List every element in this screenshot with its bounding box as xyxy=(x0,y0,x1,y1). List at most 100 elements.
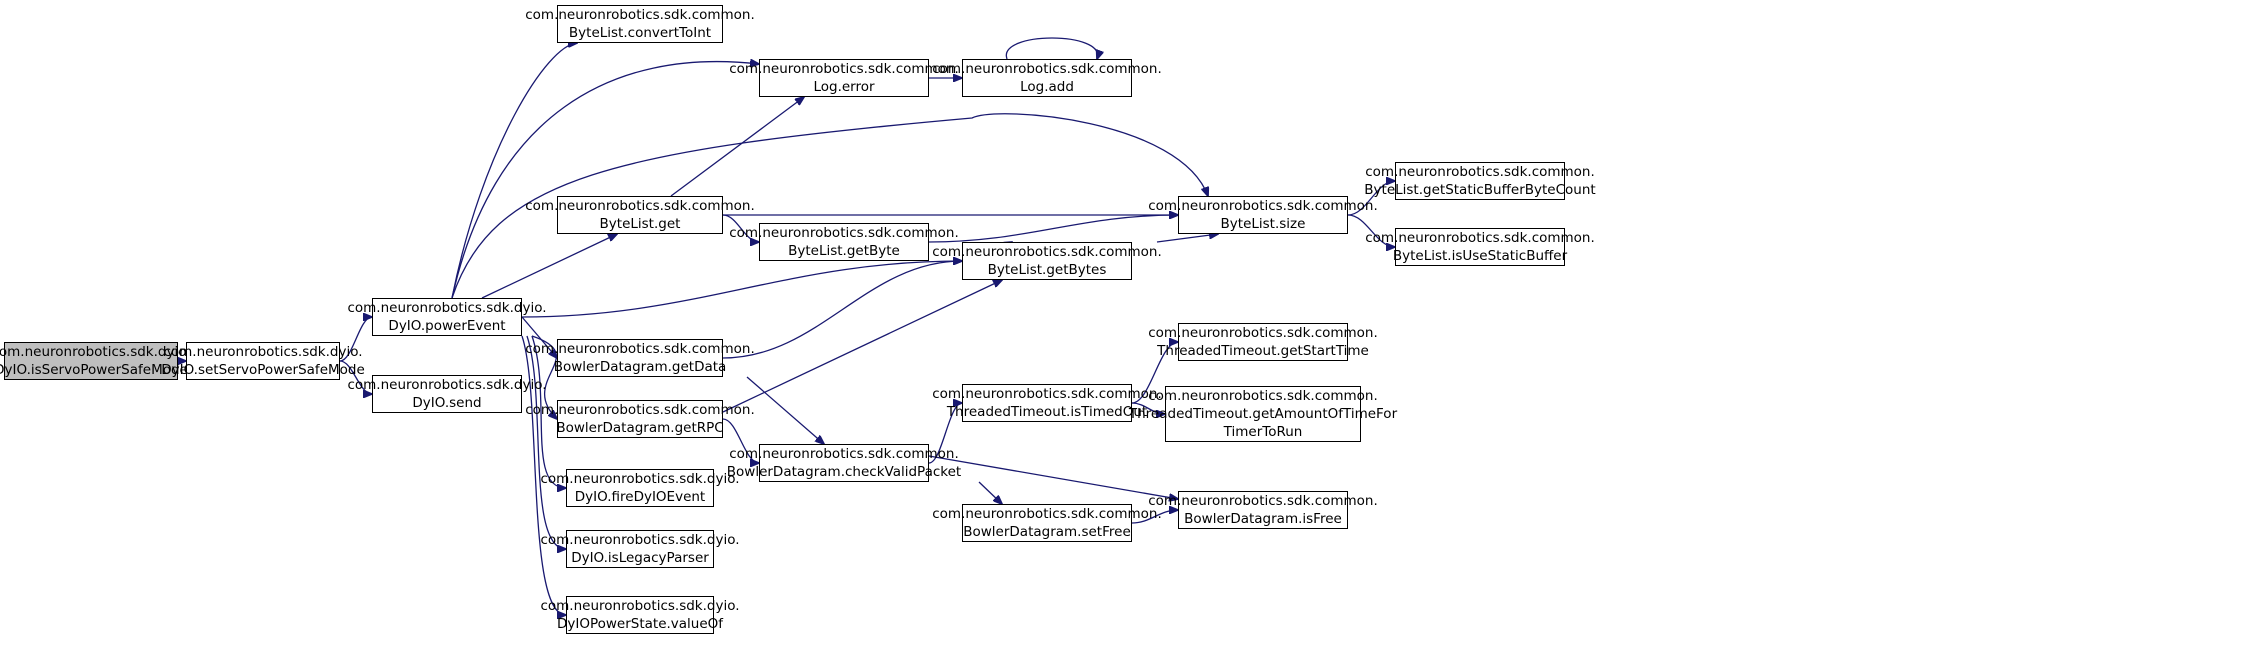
node-label-line: DyIO.fireDyIOEvent xyxy=(574,489,706,505)
node-label-line: com.neuronrobotics.sdk.common. xyxy=(525,7,755,23)
edge-checkValidPacket-to-setFree xyxy=(978,481,1002,504)
edge-getData-to-checkValidPacket xyxy=(746,376,824,444)
edge-powerEvent-to-size xyxy=(451,113,1208,299)
node-label-line: ByteList.getStaticBufferByteCount xyxy=(1364,182,1596,198)
node-label-line: ByteList.size xyxy=(1220,216,1306,232)
node-label-line: com.neuronrobotics.sdk.common. xyxy=(1148,198,1378,214)
edge-getRPC-to-checkValidPacket xyxy=(722,418,759,463)
node-log-add[interactable]: com.neuronrobotics.sdk.common. Log.add xyxy=(932,59,1162,97)
node-label-line: com.neuronrobotics.sdk.common. xyxy=(729,61,959,77)
node-label-line: ByteList.convertToInt xyxy=(568,25,712,41)
node-label-line: com.neuronrobotics.sdk.dyio. xyxy=(540,532,740,548)
node-label-line: BowlerDatagram.setFree xyxy=(963,524,1131,540)
node-is-legacy-parser[interactable]: com.neuronrobotics.sdk.dyio. DyIO.isLegac… xyxy=(540,530,740,568)
node-get-static-buffer-byte-count[interactable]: com.neuronrobotics.sdk.common. ByteList.g… xyxy=(1364,162,1596,200)
node-get-data[interactable]: com.neuronrobotics.sdk.common.BowlerData… xyxy=(525,339,755,377)
edge-powerEvent-to-logError xyxy=(451,62,759,299)
node-label-line: TimerToRun xyxy=(1223,424,1303,440)
node-label-line: com.neuronrobotics.sdk.dyio. xyxy=(163,344,363,360)
node-get-amount-of-time[interactable]: com.neuronrobotics.sdk.common.ThreadedTi… xyxy=(1129,386,1397,442)
node-is-use-static-buffer[interactable]: com.neuronrobotics.sdk.common.ByteList.i… xyxy=(1365,228,1595,266)
node-byte-list-get[interactable]: com.neuronrobotics.sdk.common. ByteList.g… xyxy=(525,196,755,234)
node-label-line: ByteList.getByte xyxy=(788,243,900,259)
node-label-line: com.neuronrobotics.sdk.dyio. xyxy=(540,598,740,614)
edge-powerEvent-to-isLegacyParser xyxy=(526,335,566,549)
node-log-error[interactable]: com.neuronrobotics.sdk.common. Log.error xyxy=(729,59,959,97)
node-set-free[interactable]: com.neuronrobotics.sdk.common. BowlerData… xyxy=(932,504,1162,542)
node-check-valid-packet[interactable]: com.neuronrobotics.sdk.common. BowlerData… xyxy=(727,444,961,482)
node-label-line: DyIO.setServoPowerSafeMode xyxy=(161,362,365,378)
node-label-line: ByteList.getBytes xyxy=(987,262,1107,278)
node-label-line: ByteList.get xyxy=(599,216,681,232)
node-power-event[interactable]: com.neuronrobotics.sdk.dyio. DyIO.powerEv… xyxy=(347,298,547,336)
edge-getRPC-to-getBytes xyxy=(722,280,1002,413)
edge-getBytes-to-size xyxy=(1156,234,1218,243)
node-label-line: com.neuronrobotics.sdk.dyio. xyxy=(0,344,191,360)
node-send[interactable]: com.neuronrobotics.sdk.dyio. DyIO.send xyxy=(347,375,547,413)
node-get-rpc[interactable]: com.neuronrobotics.sdk.common. BowlerData… xyxy=(525,400,755,438)
node-label-line: ByteList.isUseStaticBuffer xyxy=(1392,248,1568,264)
node-size[interactable]: com.neuronrobotics.sdk.common. ByteList.s… xyxy=(1148,196,1378,234)
edge-byteListGet-to-logError xyxy=(670,97,804,197)
edge-powerEvent-to-getData xyxy=(521,316,557,358)
node-label-line: DyIO.send xyxy=(412,395,482,411)
edge-powerEvent-to-fireDyIOEvent xyxy=(531,335,566,488)
node-get-start-time[interactable]: com.neuronrobotics.sdk.common. ThreadedTi… xyxy=(1148,323,1378,361)
node-label-line: com.neuronrobotics.sdk.dyio. xyxy=(347,377,547,393)
edge-setServoPowerSafeMode-to-powerEvent xyxy=(339,317,372,362)
node-label-line: com.neuronrobotics.sdk.common. xyxy=(932,61,1162,77)
edge-setServoPowerSafeMode-to-send xyxy=(339,360,372,394)
node-label-line: com.neuronrobotics.sdk.common. xyxy=(729,446,959,462)
node-label-line: com.neuronrobotics.sdk.common. xyxy=(932,506,1162,522)
node-label-line: com.neuronrobotics.sdk.common. xyxy=(1365,164,1595,180)
node-label-line: BowlerDatagram.checkValidPacket xyxy=(726,464,962,480)
node-label-line: ThreadedTimeout.getAmountOfTimeFor xyxy=(1128,406,1398,422)
node-label-line: ThreadedTimeout.getStartTime xyxy=(1157,343,1369,359)
edge-powerEvent-to-getBytes xyxy=(521,261,962,318)
edge-powerEvent-to-convertToInt xyxy=(451,43,577,299)
node-fire-dy-ioevent[interactable]: com.neuronrobotics.sdk.dyio. DyIO.fireDyI… xyxy=(540,469,740,507)
edge-powerEvent-to-valueOf xyxy=(521,335,566,615)
node-label-line: com.neuronrobotics.sdk.dyio. xyxy=(347,300,547,316)
node-label-line: com.neuronrobotics.sdk.common. xyxy=(932,386,1162,402)
node-label-line: com.neuronrobotics.sdk.common. xyxy=(1148,493,1378,509)
node-label-line: DyIO.powerEvent xyxy=(388,318,506,334)
node-label-line: BowlerDatagram.getRPC xyxy=(556,420,724,436)
node-label-line: DyIO.isServoPowerSafeMode xyxy=(0,362,188,378)
node-label-line: BowlerDatagram.getData xyxy=(553,359,727,375)
node-label-line: com.neuronrobotics.sdk.common. xyxy=(1148,325,1378,341)
edge-isTimedOut-to-getAmountOfTime xyxy=(1131,402,1165,414)
node-label-line: com.neuronrobotics.sdk.common. xyxy=(932,244,1162,260)
edge-getByte-to-size xyxy=(928,215,1178,243)
edge-getData-to-getBytes xyxy=(722,261,962,359)
node-label-line: com.neuronrobotics.sdk.dyio. xyxy=(540,471,740,487)
node-is-free[interactable]: com.neuronrobotics.sdk.common. BowlerData… xyxy=(1148,491,1378,529)
edge-checkValidPacket-to-isTimedOut xyxy=(928,403,962,464)
node-label-line: DyIOPowerState.valueOf xyxy=(556,616,724,632)
node-label-line: ThreadedTimeout.isTimedOut xyxy=(946,404,1148,420)
node-is-timed-out[interactable]: com.neuronrobotics.sdk.common. ThreadedTi… xyxy=(932,384,1162,422)
edge-byteListGet-to-getByte xyxy=(722,214,759,242)
node-label-line: Log.add xyxy=(1020,79,1074,95)
node-label-line: com.neuronrobotics.sdk.common. xyxy=(525,198,755,214)
edge-isTimedOut-to-getStartTime xyxy=(1131,342,1178,404)
edge-logAdd-to-logAdd xyxy=(1005,37,1097,59)
node-convert-to-int[interactable]: com.neuronrobotics.sdk.common. ByteList.c… xyxy=(525,5,755,43)
node-label-line: DyIO.isLegacyParser xyxy=(571,550,709,566)
node-value-of[interactable]: com.neuronrobotics.sdk.dyio. DyIOPowerSta… xyxy=(540,596,740,634)
node-label-line: Log.error xyxy=(813,79,875,95)
node-label-line: com.neuronrobotics.sdk.common. xyxy=(525,402,755,418)
edge-size-to-isUseStaticBuffer xyxy=(1347,214,1395,247)
edge-powerEvent-to-byteListGet xyxy=(481,234,617,299)
edge-checkValidPacket-to-isFree xyxy=(928,455,1178,499)
edge-setFree-to-isFree xyxy=(1131,510,1178,524)
node-label-line: com.neuronrobotics.sdk.common. xyxy=(729,225,959,241)
node-set-servo-power-safe-mode[interactable]: com.neuronrobotics.sdk.dyio. DyIO.setServ… xyxy=(161,342,365,380)
node-get-bytes[interactable]: com.neuronrobotics.sdk.common. ByteList.g… xyxy=(932,242,1162,280)
node-label-line: BowlerDatagram.isFree xyxy=(1184,511,1342,527)
edge-size-to-getStaticBufferByteCount xyxy=(1347,181,1395,216)
edge-powerEvent-to-getRPC xyxy=(531,335,557,419)
node-get-byte[interactable]: com.neuronrobotics.sdk.common. ByteList.g… xyxy=(729,223,959,261)
